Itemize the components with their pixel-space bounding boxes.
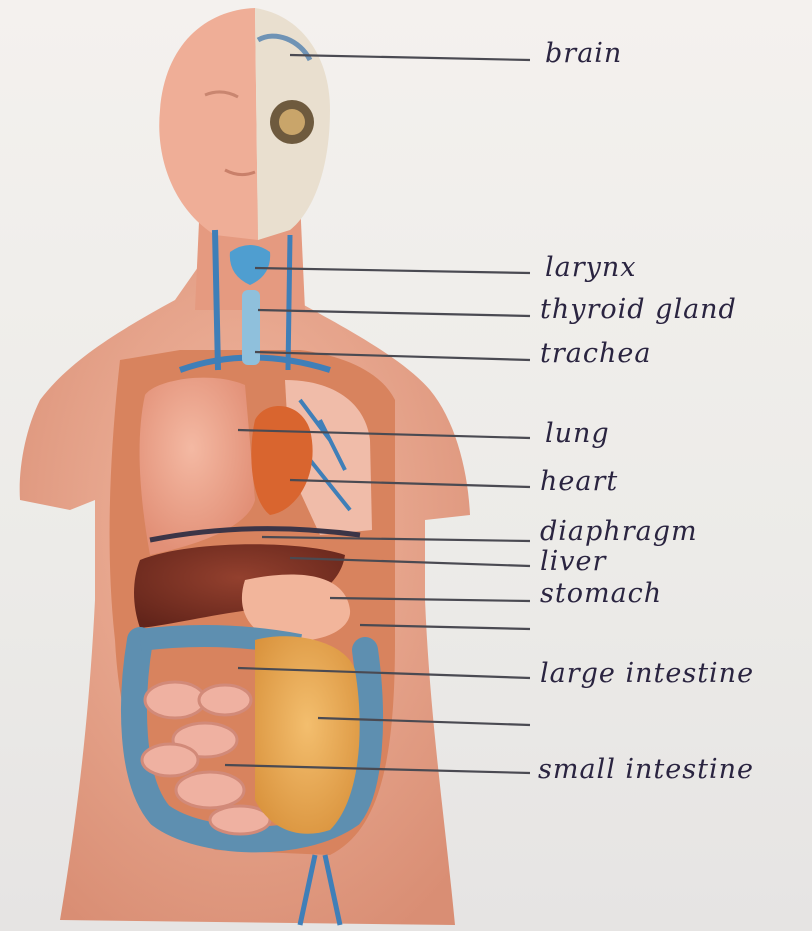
omentum-shape — [255, 636, 360, 834]
label-brain: brain — [545, 40, 622, 67]
label-liver: liver — [540, 548, 606, 575]
label-small-intestine: small intestine — [538, 756, 754, 783]
head-skin-half — [159, 8, 258, 240]
label-heart: heart — [540, 468, 618, 495]
label-large-intestine: large intestine — [540, 660, 754, 687]
label-stomach: stomach — [540, 580, 662, 607]
label-larynx: larynx — [545, 254, 637, 281]
label-diaphragm: diaphragm — [540, 518, 698, 545]
label-thyroid-gland: thyroid gland — [540, 296, 737, 323]
leader-brain — [290, 55, 530, 60]
label-trachea: trachea — [540, 340, 651, 367]
label-lung: lung — [545, 420, 610, 447]
trachea-shape — [242, 290, 260, 365]
